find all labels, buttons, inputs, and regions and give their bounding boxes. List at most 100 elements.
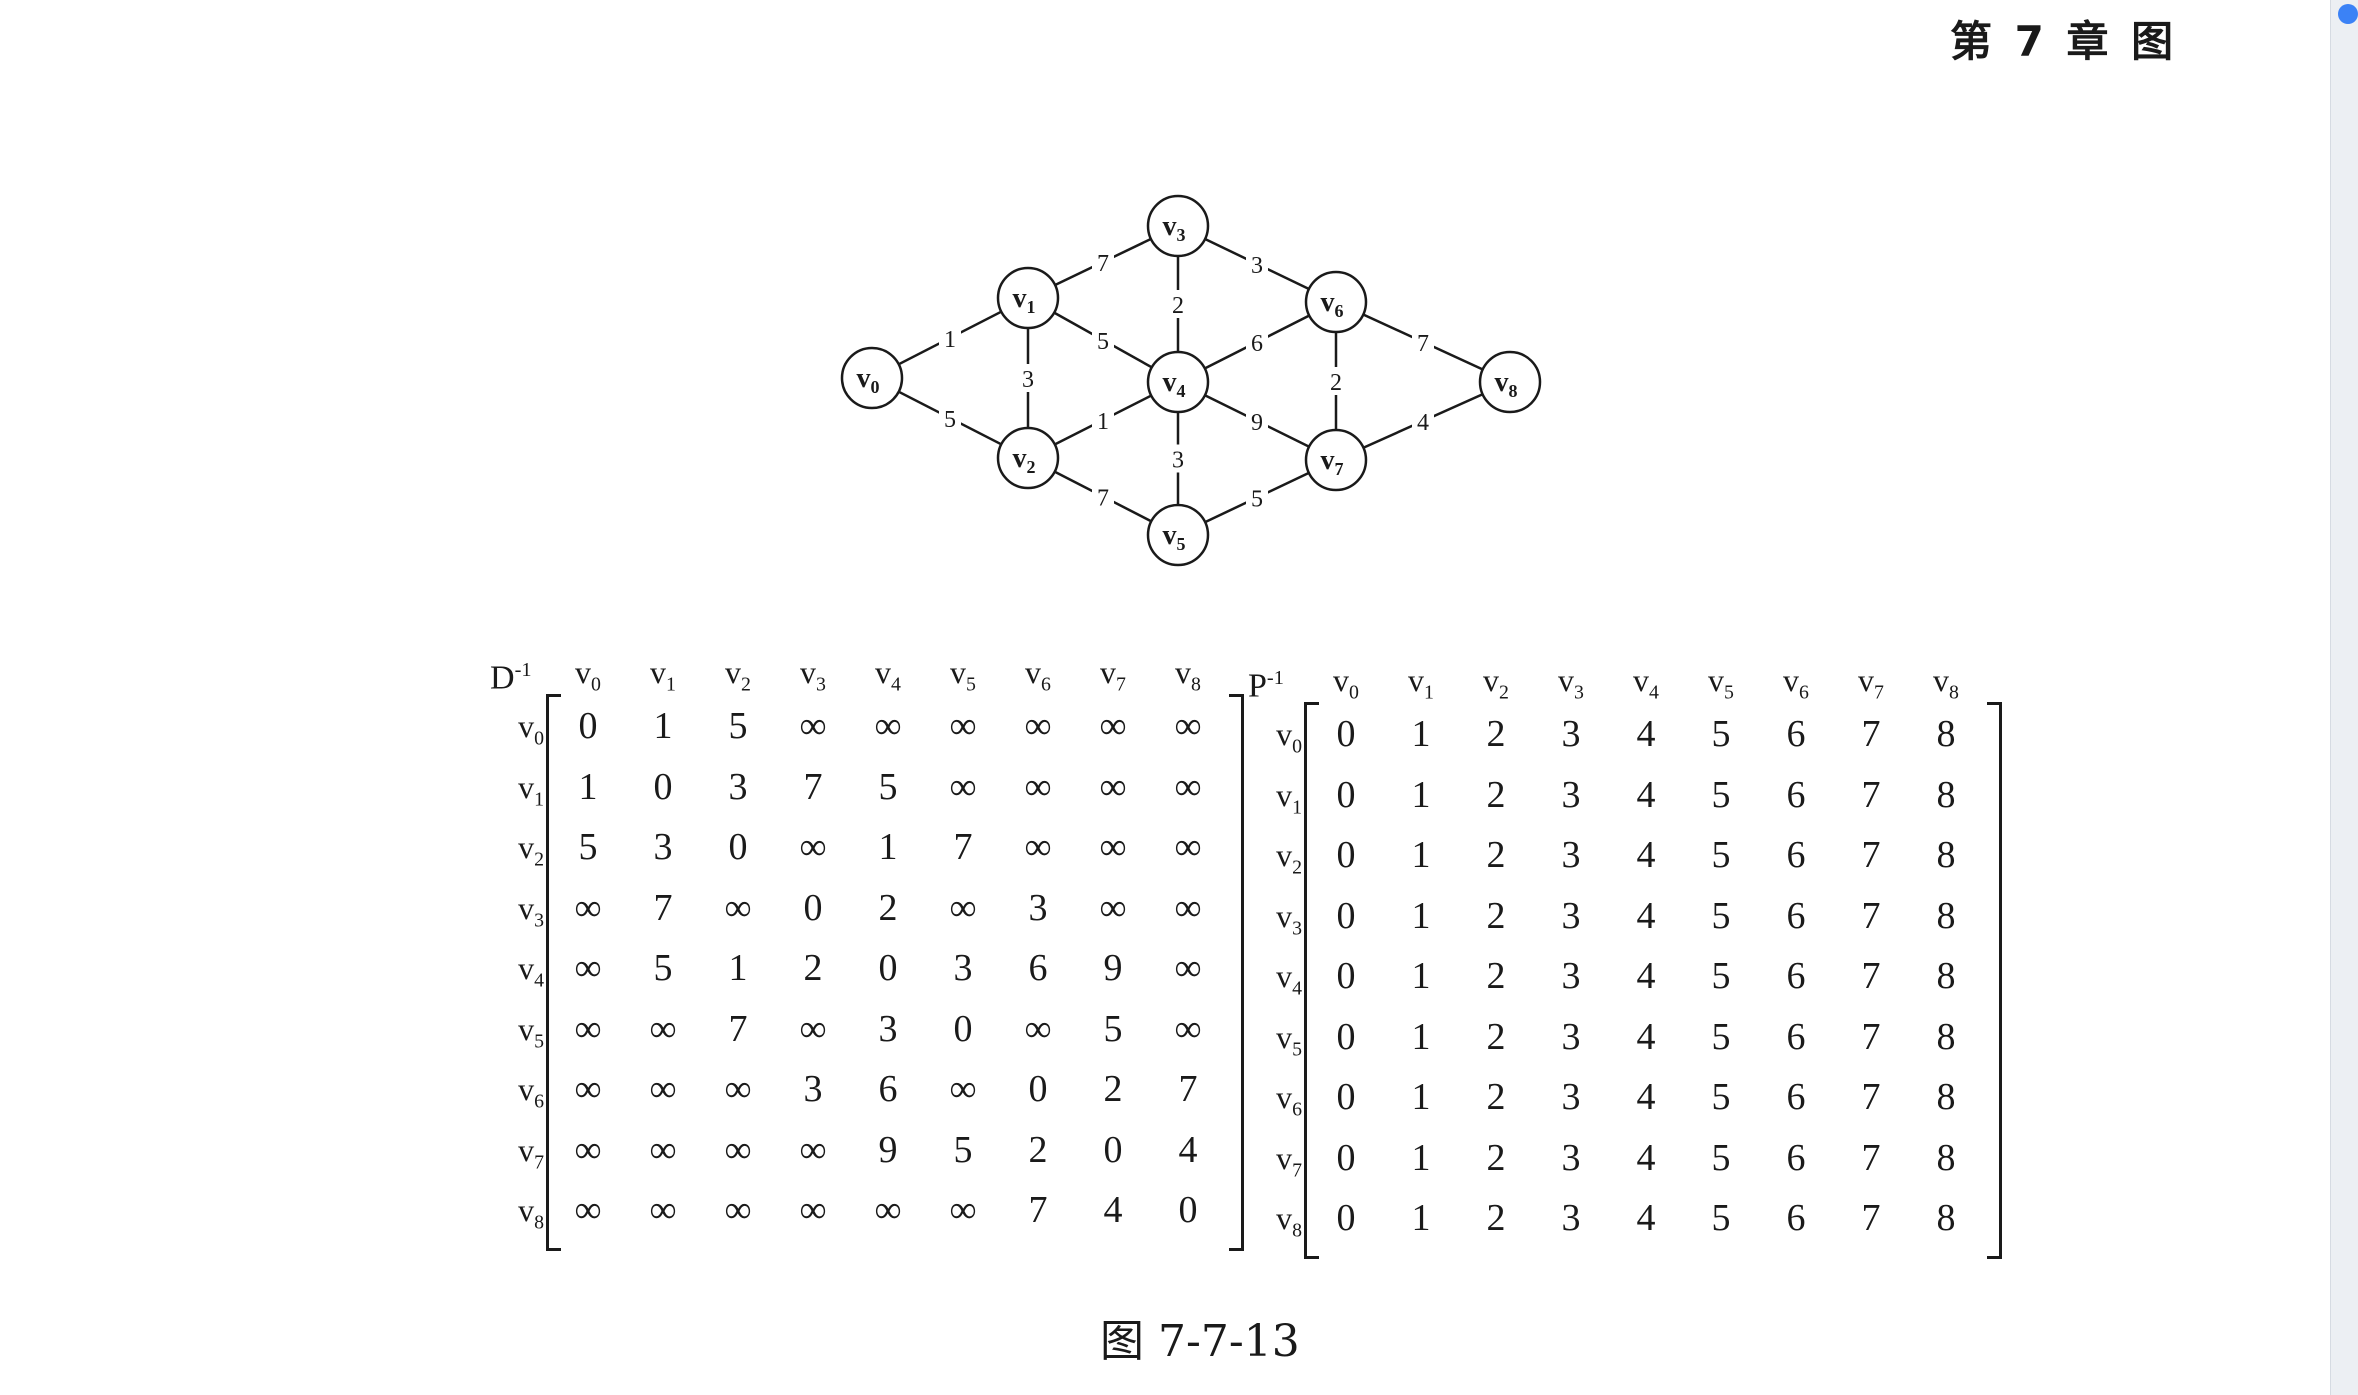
notification-dot-icon[interactable] <box>2338 4 2358 24</box>
matrix-cell: 7 <box>1861 834 1881 876</box>
matrix-cell: 0 <box>1336 773 1356 816</box>
edge-weight-v4-v5: 3 <box>1172 448 1184 474</box>
matrix-cell: ∞ <box>724 1189 752 1231</box>
edge-weight-v4-v7: 9 <box>1251 410 1263 436</box>
chapter-header: 第 7 章 图 <box>1950 17 2178 66</box>
matrix-cell: 2 <box>1028 1128 1048 1171</box>
matrix-cell: 1 <box>1411 1197 1431 1239</box>
matrix-cell: ∞ <box>799 705 827 747</box>
matrix-cell: 6 <box>1786 894 1806 937</box>
matrix-col-header: v2 <box>725 654 751 696</box>
matrix-cell: 8 <box>1936 1136 1956 1179</box>
edge-weight-bg <box>1246 483 1268 512</box>
matrix-right-bracket <box>1987 702 2002 1259</box>
matrix-cell: 8 <box>1936 1197 1956 1239</box>
matrix-cell: ∞ <box>649 1189 677 1231</box>
matrix-cell: ∞ <box>1099 765 1127 808</box>
graph-node-v5: v5 <box>1146 503 1210 567</box>
matrix-cell: 7 <box>653 886 673 929</box>
edge-weight-bg <box>939 324 961 352</box>
matrix-cell: 0 <box>1103 1128 1123 1171</box>
matrix-cell: 7 <box>1861 773 1881 816</box>
matrix-cell: 8 <box>1936 713 1956 755</box>
matrix-cell: 7 <box>1861 1136 1881 1179</box>
matrix-cell: ∞ <box>949 886 977 929</box>
edge-weight-bg <box>939 404 961 432</box>
edge-weight-v2-v4: 1 <box>1097 409 1109 435</box>
matrix-col-header: v4 <box>1633 662 1659 704</box>
matrix-cell: 2 <box>1486 713 1506 755</box>
matrix-cell: 7 <box>728 1007 748 1050</box>
graph-node-v8: v8 <box>1478 350 1542 414</box>
matrix-cell: 3 <box>1028 886 1048 929</box>
matrix-cell: 7 <box>1861 955 1881 997</box>
matrix-cell: 0 <box>1336 713 1356 755</box>
matrix-cell: 6 <box>1028 947 1048 989</box>
matrix-cell: ∞ <box>649 1068 677 1110</box>
matrix-row-header: v1 <box>1276 776 1302 818</box>
matrix-cell: 2 <box>1486 834 1506 876</box>
matrix-row-header: v2 <box>518 829 544 871</box>
matrix-cell: 3 <box>1561 773 1581 816</box>
matrix-cell: 3 <box>1561 955 1581 997</box>
matrix-col-header: v0 <box>575 654 601 696</box>
matrix-cell: 4 <box>1636 1015 1656 1058</box>
edge-weight-bg <box>1412 407 1434 435</box>
matrix-row-header: v4 <box>518 950 544 992</box>
edge-weight-v6-v7: 2 <box>1330 370 1342 396</box>
matrix-cell: 0 <box>803 886 823 929</box>
matrix-cell: 0 <box>1336 834 1356 876</box>
matrix-col-header: v1 <box>1408 662 1434 704</box>
matrix-cell: 0 <box>578 705 598 747</box>
matrix-cell: ∞ <box>724 1128 752 1171</box>
matrix-col-header: v5 <box>1708 662 1734 704</box>
matrix-cell: 7 <box>1861 1015 1881 1058</box>
figure-caption: 图 7-7-13 <box>1100 1316 1300 1367</box>
matrix-cell: 6 <box>1786 1076 1806 1118</box>
matrix-row-header: v7 <box>518 1131 544 1173</box>
matrix-cell: 5 <box>653 947 673 989</box>
matrix-row-header: v5 <box>1276 1018 1302 1060</box>
matrix-cell: 5 <box>1711 1015 1731 1058</box>
matrix-cell: 4 <box>1636 1197 1656 1239</box>
matrix-cell: ∞ <box>799 826 827 868</box>
matrix-cell: 4 <box>1636 773 1656 816</box>
matrix-cell: 7 <box>1178 1068 1198 1110</box>
matrix-row-header: v3 <box>518 889 544 931</box>
matrix-cell: ∞ <box>1099 886 1127 929</box>
edge-weight-v1-v2: 3 <box>1022 367 1034 393</box>
edge-weight-v1-v4: 5 <box>1097 329 1109 355</box>
matrix-cell: 0 <box>1336 1015 1356 1058</box>
matrix-cell: ∞ <box>1174 765 1202 808</box>
matrix-cell: ∞ <box>1099 705 1127 747</box>
matrix-cell: 4 <box>1178 1128 1198 1171</box>
matrix-cell: 3 <box>1561 713 1581 755</box>
matrix-cell: 5 <box>728 705 748 747</box>
matrix-cell: 0 <box>728 826 748 868</box>
matrix-cell: 7 <box>1861 894 1881 937</box>
matrix-col-header: v3 <box>800 654 826 696</box>
matrix-cell: 2 <box>1486 1197 1506 1239</box>
matrix-cell: 4 <box>1636 1076 1656 1118</box>
matrix-cell: ∞ <box>574 1128 602 1171</box>
matrix-row-header: v3 <box>1276 897 1302 939</box>
node-circle <box>996 426 1060 490</box>
matrix-cell: 4 <box>1636 713 1656 755</box>
matrix-col-header: v8 <box>1175 654 1201 696</box>
matrix-col-header: v6 <box>1025 654 1051 696</box>
matrix-cell: ∞ <box>1174 826 1202 868</box>
matrix-cell: ∞ <box>949 765 977 808</box>
matrix-cell: 7 <box>803 765 823 808</box>
matrix-cell: 4 <box>1636 955 1656 997</box>
matrix-cell: ∞ <box>1174 886 1202 929</box>
matrix-row-header: v6 <box>518 1071 544 1113</box>
node-circle <box>1304 428 1368 492</box>
matrix-row-header: v2 <box>1276 837 1302 879</box>
matrix-cell: 0 <box>1336 1197 1356 1239</box>
matrix-cell: 1 <box>578 765 598 808</box>
matrix-name: D-1 <box>490 659 532 697</box>
edge-weight-bg <box>1092 248 1114 276</box>
edge-weight-v3-v6: 3 <box>1251 253 1263 279</box>
matrix-cell: 0 <box>1178 1189 1198 1231</box>
